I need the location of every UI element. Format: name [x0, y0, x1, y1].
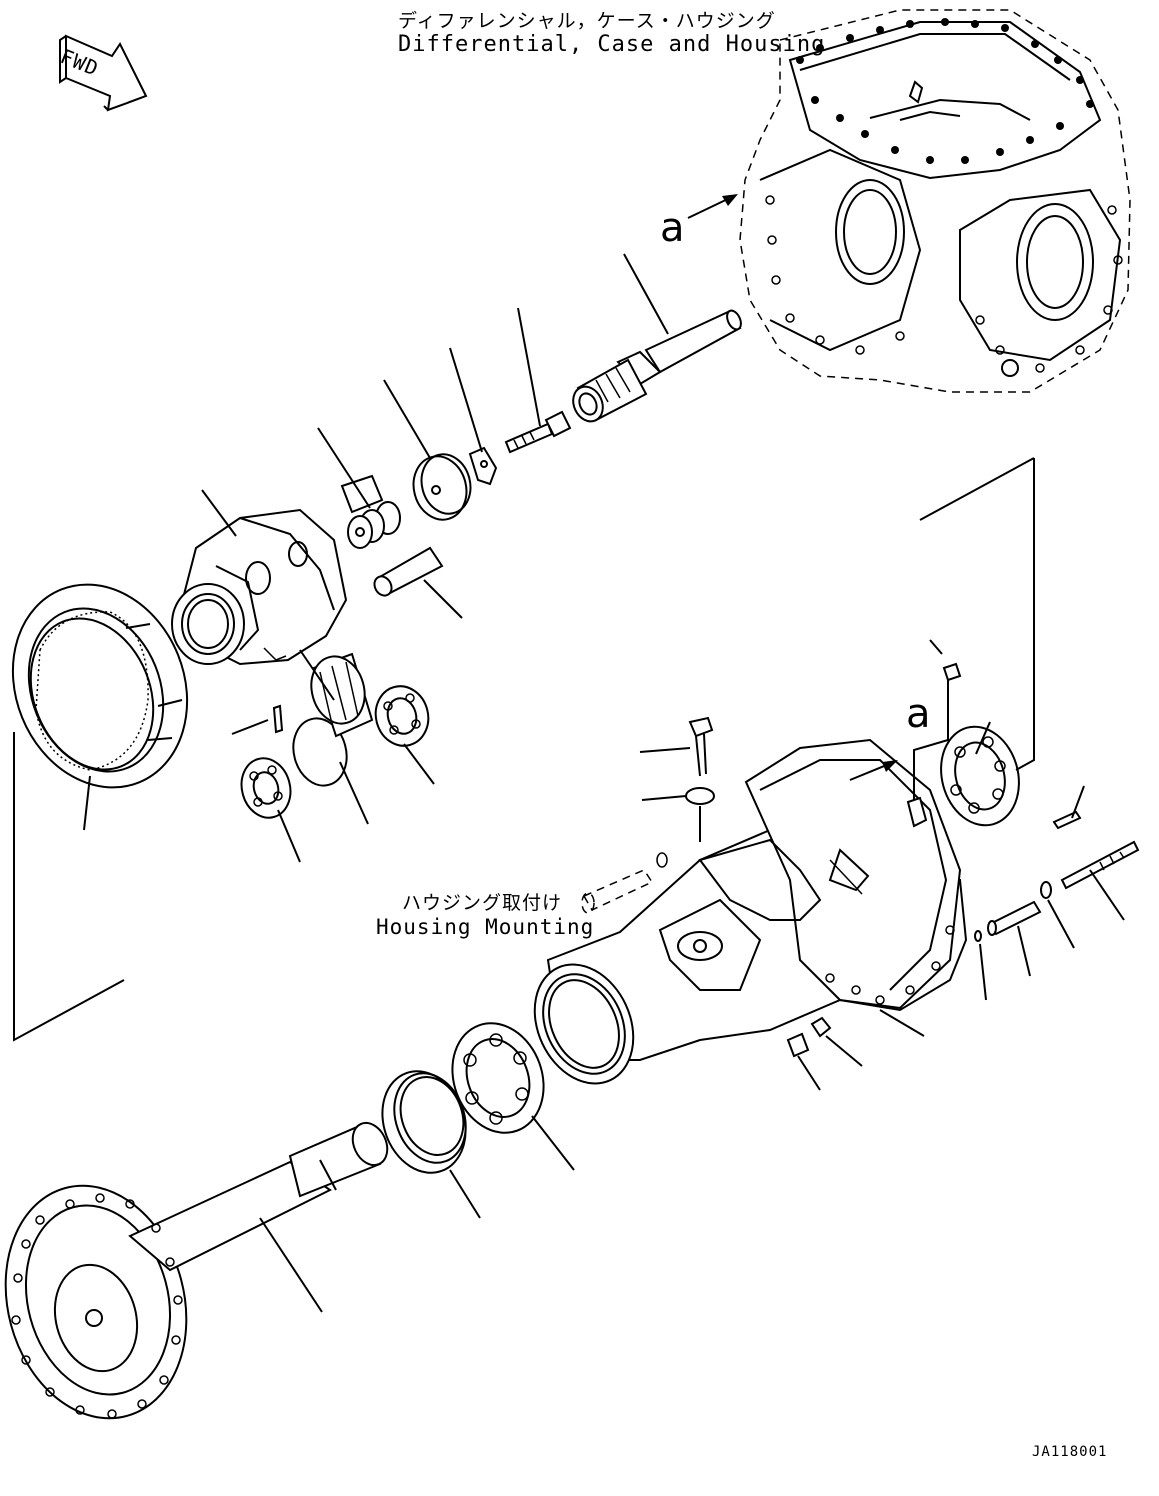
drawing-code: JA118001	[1032, 1444, 1108, 1460]
ref-arrow-a-upper	[688, 194, 738, 218]
ref-letter-upper: a	[660, 205, 685, 251]
taper-bearing-small-b	[235, 753, 297, 823]
ref-letter-lower: a	[906, 691, 931, 737]
thrust-washer	[407, 449, 477, 526]
spider-washers	[342, 476, 400, 548]
housing-mounting-english: Housing Mounting	[376, 915, 595, 939]
ref-arrow-a-lower	[850, 760, 898, 780]
oil-seal	[369, 1059, 480, 1184]
axle-shaft-upper	[568, 308, 744, 426]
needle-bearing	[286, 650, 372, 791]
washer-small	[1041, 882, 1051, 898]
bushing	[788, 1034, 808, 1056]
bolt	[506, 412, 570, 452]
breather-plug	[690, 718, 712, 776]
nut	[812, 1018, 830, 1036]
small-pin	[274, 706, 282, 732]
dowel-pin	[1054, 812, 1080, 828]
differential-carrier	[172, 510, 346, 664]
assembly-connection-lines	[14, 458, 1034, 1040]
pin-tiny	[975, 931, 981, 941]
taper-bearing-large-b	[438, 1010, 559, 1145]
stud-long	[1062, 842, 1138, 888]
leader-lines	[84, 254, 1124, 1312]
taper-bearing-small-a	[369, 680, 435, 751]
bolt-right	[988, 902, 1040, 935]
diagram-title-english: Differential, Case and Housing	[398, 32, 826, 57]
axle-shaft-flange	[0, 1117, 394, 1438]
differential-case	[740, 10, 1130, 392]
axle-housing	[516, 740, 966, 1100]
taper-bearing-large-a	[930, 718, 1029, 834]
housing-mounting-japanese: ハウジング取付け	[402, 892, 563, 914]
mounting-bolt-dashed	[582, 853, 667, 913]
lock-plate	[470, 448, 496, 484]
pinion-shaft-pin	[371, 548, 442, 599]
plug-small	[944, 664, 960, 680]
o-ring	[686, 788, 714, 804]
ring-gear	[0, 558, 217, 814]
fwd-arrow-icon	[60, 36, 146, 110]
diagram-title-japanese: ディファレンシャル，ケース・ハウジング	[398, 10, 776, 32]
